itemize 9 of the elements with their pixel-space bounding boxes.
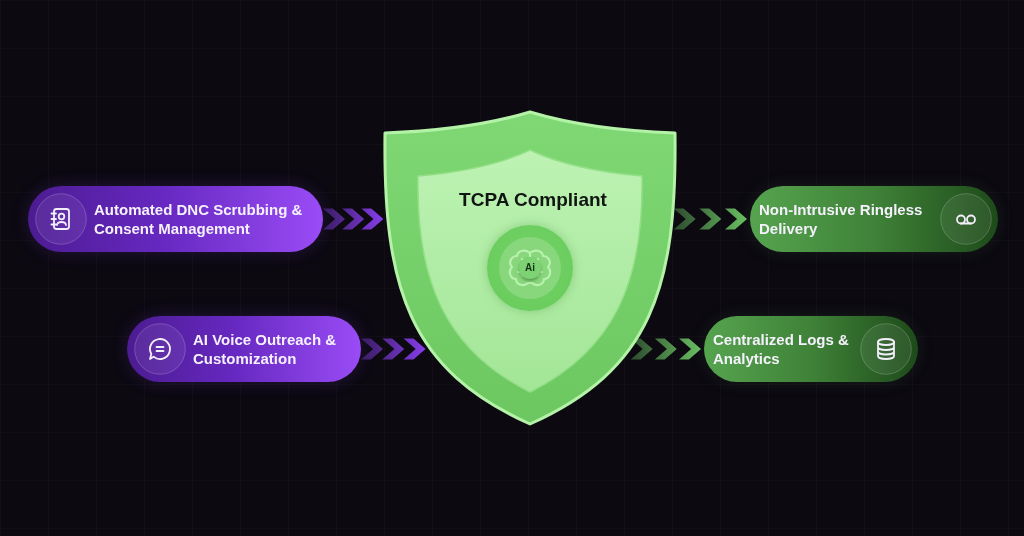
feature-label: Automated DNC Scrubbing & Consent Management [94,200,304,238]
shield-title: TCPA Compliant [459,188,607,211]
feature-label: Non-Intrusive Ringless Delivery [759,200,924,238]
chevron-arrow [630,338,701,360]
chevron-arrow [673,208,747,230]
feature-label: AI Voice Outreach & Customization [193,330,338,368]
chevron-arrow [323,208,384,230]
chevron-arrow [361,338,426,360]
feature-label: Centralized Logs & Analytics [713,330,850,368]
